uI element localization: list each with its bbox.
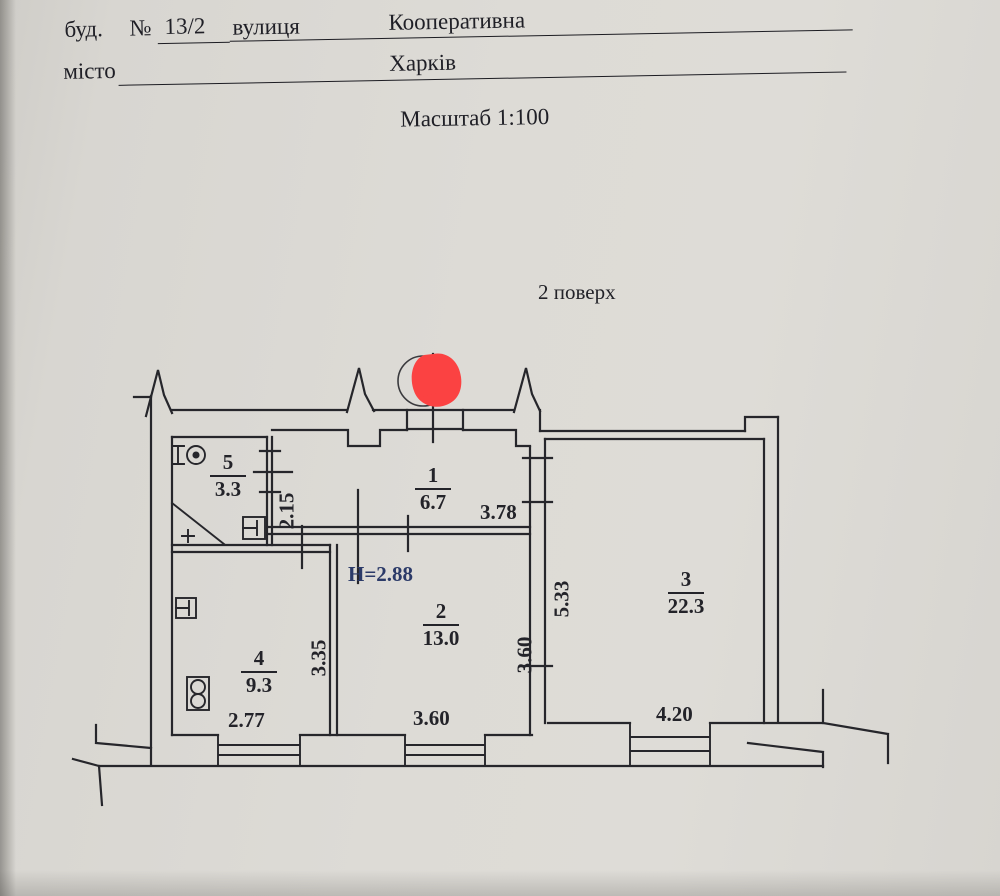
room-2-label: 2 13.0 (403, 600, 479, 649)
room3-walls (538, 415, 780, 725)
partition-room4-hall (170, 524, 332, 570)
window-icon-room4 (217, 734, 301, 767)
dim-room1-width: 3.78 (480, 500, 517, 524)
exterior-walls (97, 394, 825, 768)
red-location-mark (411, 353, 462, 407)
room-2-area: 13.0 (422, 625, 460, 650)
room-3-number: 3 (667, 568, 705, 594)
wall-break-icon-bottom-right (746, 688, 890, 769)
window-icon-room2 (404, 734, 486, 767)
floor-label: 2 поверх (538, 280, 616, 304)
interior-top-wall (170, 428, 532, 448)
shower-corner-icon (170, 501, 226, 546)
room-4-number: 4 (240, 647, 278, 673)
wall-break-icon-left (144, 369, 174, 418)
room-5-label: 5 3.3 (190, 451, 266, 500)
room-5-number: 5 (209, 451, 247, 477)
wall-break-icon-middle (345, 367, 376, 414)
dim-room4-depth: 3.35 (306, 639, 331, 677)
dim-room2-depth: 3.60 (512, 636, 537, 674)
room-4-label: 4 9.3 (221, 647, 297, 696)
room-3-label: 3 22.3 (648, 568, 724, 617)
partition-room1-room2 (266, 488, 532, 585)
room-2-number: 2 (422, 600, 460, 626)
dim-hall-partition: 2.15 (274, 492, 299, 530)
window-icon-room3 (629, 722, 711, 767)
partition-room4-room2 (328, 543, 339, 737)
vent-shaft-icon (242, 516, 266, 540)
wall-break-icon-right (512, 367, 542, 414)
dim-room2-width: 3.60 (413, 706, 450, 730)
dim-room3-width: 4.20 (656, 702, 693, 726)
room-1-label: 1 6.7 (395, 464, 471, 513)
room-5-area: 3.3 (214, 476, 242, 501)
dim-room3-depth: 5.33 (549, 580, 574, 618)
room-4-area: 9.3 (245, 672, 273, 697)
wall-break-icon-bottom-left (71, 723, 153, 807)
room-1-area: 6.7 (419, 489, 447, 514)
radiator-icon (175, 597, 197, 619)
boiler-icon (171, 445, 206, 465)
room-3-area: 22.3 (667, 593, 705, 618)
dim-room4-width: 2.77 (228, 708, 265, 732)
ceiling-height-note: H=2.88 (348, 562, 414, 586)
gas-stove-icon (186, 676, 210, 711)
room-1-number: 1 (414, 464, 452, 490)
partition-room2-room3 (521, 437, 554, 737)
